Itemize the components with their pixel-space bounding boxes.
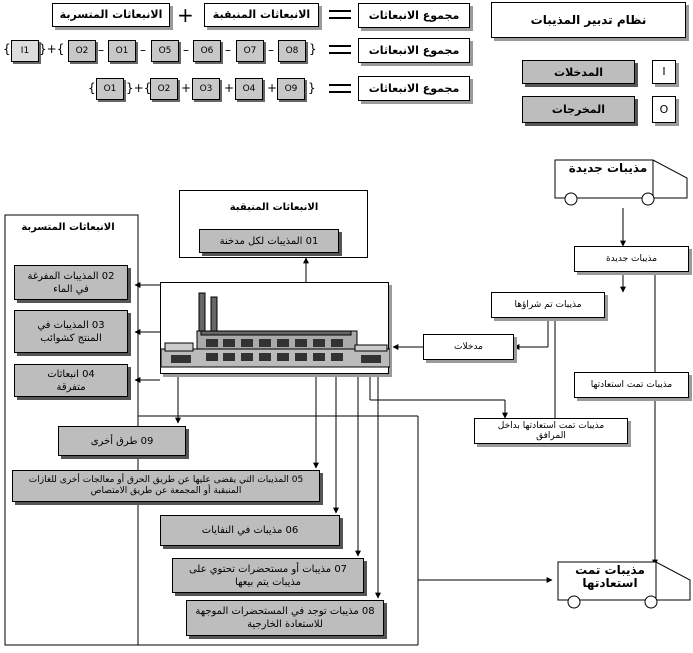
legend-inputs-code: I <box>652 60 676 84</box>
eq2-minus-5: – <box>268 43 274 57</box>
eq2-o8: O8 <box>278 40 306 62</box>
factory-icon <box>160 292 391 368</box>
output-o1-box: 01 المذيبات لكل مدخنة <box>199 229 339 253</box>
eq2-o2: O2 <box>68 40 96 62</box>
eq2-minus-2: – <box>140 43 146 57</box>
eq2-total-box: مجموع الانبعاثات <box>358 38 470 63</box>
eq2-o5: O5 <box>151 40 179 62</box>
confined-emissions-title: الانبعاثات المنبقبة <box>229 202 319 213</box>
eq3-plus-3: + <box>267 81 278 95</box>
eq3-o1: O1 <box>96 78 124 100</box>
eq1-plus-operator: + <box>177 3 194 27</box>
new-solvents-truck-label: مذيبات جديدة <box>568 161 648 175</box>
eq2-minus-4: – <box>225 43 231 57</box>
truck-icon <box>554 159 688 206</box>
purchased-solvents-box: مذيبات تم شراؤها <box>491 292 605 318</box>
eq2-minus-1: – <box>98 43 104 57</box>
eq2-o6: O6 <box>193 40 221 62</box>
eq3-equals-sign <box>329 84 351 93</box>
eq2-o7: O7 <box>236 40 264 62</box>
eq1-total-box: مجموع الانبعاثات <box>358 3 470 28</box>
fugitive-emissions-title: الانبعاثات المتسربة <box>21 222 115 233</box>
legend-outputs-code: O <box>652 96 676 123</box>
eq3-o9: O9 <box>277 78 305 100</box>
eq2-o1: O1 <box>108 40 136 62</box>
output-o5-box: 05 المذيبات التي يقضى عليها عن طريق الحر… <box>12 470 320 502</box>
eq2-minus-3: – <box>183 43 189 57</box>
eq2-close-brace: } <box>309 42 317 56</box>
eq3-close-brace: } <box>308 81 316 95</box>
output-o2-box: 02 المذيبات المفرغة في الماء <box>14 265 128 300</box>
recovered-truck-label: مذيبات تمت استعادتها <box>575 563 645 590</box>
eq2-open-brace: { <box>3 42 11 56</box>
eq1-fugitive-box: الانبعاثات المتسربة <box>52 3 170 27</box>
eq3-plus-2: + <box>224 81 235 95</box>
eq1-confined-box: الانبعاثات المنبقبة <box>204 3 319 27</box>
eq3-o2: O2 <box>150 78 178 100</box>
eq2-close-brace-plus: }+{ <box>39 42 65 56</box>
truck-icon <box>557 561 691 609</box>
new-solvents-box: مذيبات جديدة <box>574 246 689 272</box>
legend-outputs-label: المخرجات <box>522 96 635 123</box>
inputs-box: مدخلات <box>423 334 514 360</box>
factory-box <box>160 282 391 374</box>
recovered-onsite-box: مذيبات تمت استعادتها بداخل المرافق <box>474 418 628 444</box>
output-o3-box: 03 المذيبات في المنتج كشوائب <box>14 310 128 353</box>
eq3-o3: O3 <box>192 78 220 100</box>
recovered-solvents-truck: مذيبات تمت استعادتها <box>556 560 692 612</box>
output-o6-box: 06 مذيبات في النفايات <box>160 515 340 546</box>
recovered-solvents-box: مذيبات تمت استعادتها <box>574 372 689 398</box>
eq3-close-brace-plus: }+{ <box>126 81 152 95</box>
eq3-total-box: مجموع الانبعاثات <box>358 76 470 101</box>
eq1-equals-sign <box>329 10 351 19</box>
output-o9-box: 09 طرق أخرى <box>58 426 186 456</box>
eq3-open-brace: { <box>88 81 96 95</box>
eq2-equals-sign <box>329 45 351 54</box>
new-solvents-truck: مذيبات جديدة <box>553 158 689 208</box>
output-o7-box: 07 مذيبات أو مستحضرات تحتوي على مذيبات ي… <box>172 558 364 593</box>
legend-title: نظام تدبير المذيبات <box>491 2 686 38</box>
output-o4-box: 04 انبعاثات متفرقة <box>14 364 128 397</box>
output-o8-box: 08 مذيبات توجد في المستحضرات الموجهة للا… <box>186 600 384 636</box>
legend-inputs-label: المدخلات <box>522 60 635 84</box>
eq3-o4: O4 <box>235 78 263 100</box>
eq2-input-i1: I1 <box>11 40 39 62</box>
eq3-plus-1: + <box>181 81 192 95</box>
